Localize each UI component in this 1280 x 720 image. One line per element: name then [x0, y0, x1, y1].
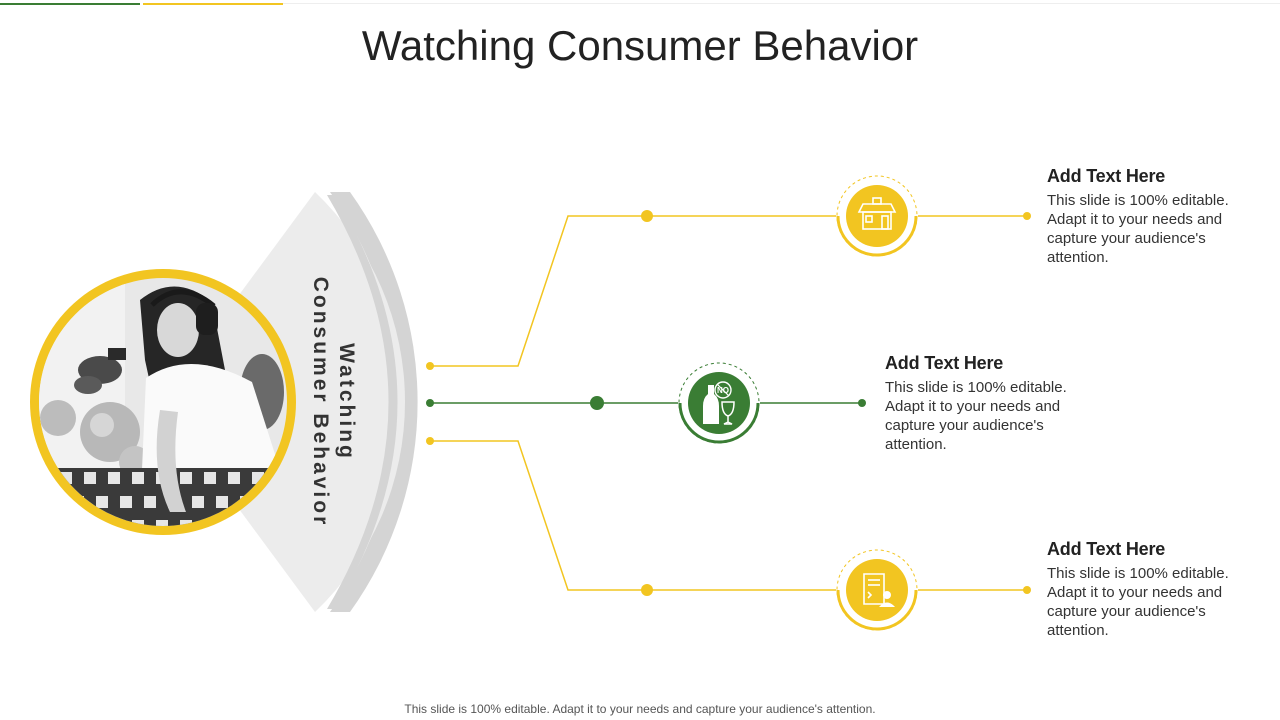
connector-dot: [641, 210, 653, 222]
top-accent-bar-green: [0, 3, 140, 5]
arc-label-line-2: Consumer Behavior: [309, 277, 332, 528]
slide-title: Watching Consumer Behavior: [361, 22, 919, 69]
outer-arc-band: [330, 192, 418, 612]
connector-dot: [641, 584, 653, 596]
item-heading: Add Text Here: [1047, 166, 1166, 186]
store-building-icon: [836, 175, 918, 257]
item-heading: Add Text Here: [885, 353, 1004, 373]
top-accent-bar-yellow: [143, 3, 283, 5]
document-user-icon: [836, 549, 918, 631]
item-text-3: Add Text Here This slide is 100% editabl…: [1047, 539, 1232, 640]
connector-top: [430, 215, 1027, 367]
item-body: This slide is 100% editable. Adapt it to…: [885, 379, 1067, 453]
arc-label-line-1: Watching: [335, 343, 358, 461]
item-text-1: Add Text Here This slide is 100% editabl…: [1047, 166, 1232, 267]
connector-dot: [590, 396, 604, 410]
arc-label-group: Watching Consumer Behavior: [309, 277, 358, 528]
footer-note: This slide is 100% editable. Adapt it to…: [404, 702, 876, 716]
connector-bottom: [430, 440, 1027, 591]
connector-dot: [1023, 586, 1031, 594]
outer-arc: [327, 195, 398, 609]
item-heading: Add Text Here: [1047, 539, 1166, 559]
item-text-2: Add Text Here This slide is 100% editabl…: [885, 353, 1070, 454]
connector-dot: [426, 437, 434, 445]
item-body: This slide is 100% editable. Adapt it to…: [1047, 192, 1229, 266]
top-divider: [283, 3, 1280, 4]
no-alcohol-icon: NO: [678, 362, 760, 444]
connector-dot: [1023, 212, 1031, 220]
connector-dot: [426, 362, 434, 370]
connector-dot: [426, 399, 434, 407]
item-body: This slide is 100% editable. Adapt it to…: [1047, 565, 1229, 639]
connector-dot: [858, 399, 866, 407]
